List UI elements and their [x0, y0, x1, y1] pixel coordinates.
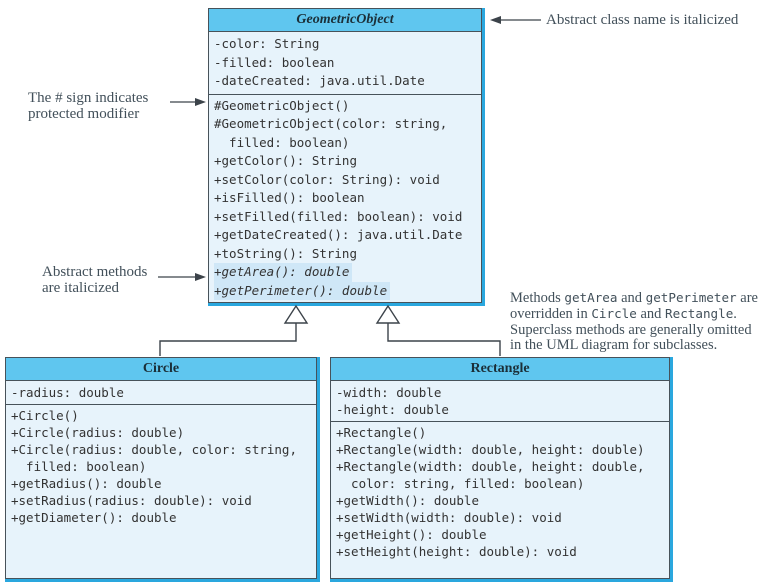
- method-line: +Rectangle(width: double, height: double…: [336, 459, 645, 474]
- annotation-line: are italicized: [42, 280, 120, 296]
- note-line: overridden in Circle and Rectangle.: [510, 306, 782, 322]
- method-line: +getColor(): String: [214, 153, 357, 168]
- annotation-abstract-methods: Abstract methods are italicized: [42, 264, 147, 296]
- methods-section-rectangle: +Rectangle() +Rectangle(width: double, he…: [331, 421, 669, 562]
- note-line: Superclass methods are generally omitted: [510, 321, 782, 338]
- note-text: in the UML diagram for subclasses.: [510, 337, 718, 354]
- attributes-section-circle: -radius: double: [6, 381, 316, 404]
- class-name-geometric-object: GeometricObject: [209, 9, 481, 32]
- note-line: in the UML diagram for subclasses.: [510, 338, 782, 353]
- arrow-right-icon: [195, 98, 206, 106]
- method-line: +Circle(): [11, 408, 79, 423]
- attribute-line: -height: double: [336, 402, 449, 417]
- class-box-rectangle: Rectangle -width: double-height: double …: [330, 357, 670, 579]
- methods-section-geometric-object: #GeometricObject() #GeometricObject(color…: [209, 93, 481, 303]
- method-line: +getWidth(): double: [336, 493, 479, 508]
- annotation-line: protected modifier: [28, 106, 140, 122]
- note-text: and: [617, 290, 646, 306]
- method-line: +setHeight(height: double): void: [336, 544, 577, 559]
- method-line: +getHeight(): double: [336, 527, 487, 542]
- method-line: color: string, filled: boolean): [336, 476, 585, 491]
- method-line: +setWidth(width: double): void: [336, 510, 562, 525]
- inheritance-triangle-icon: [375, 304, 401, 324]
- arrow-left-icon: [490, 16, 501, 24]
- method-line: +setFilled(filled: boolean): void: [214, 208, 463, 224]
- method-line: +getDateCreated(): java.util.Date: [214, 227, 463, 242]
- method-line: +Rectangle(): [336, 425, 427, 440]
- inheritance-triangle-icon: [283, 304, 309, 324]
- class-box-geometric-object: GeometricObject -color: String -filled: b…: [208, 8, 482, 303]
- method-line: +getArea(): double: [214, 263, 353, 282]
- method-line: +getRadius(): double: [11, 476, 162, 491]
- note-text: Superclass methods are generally omitted: [510, 321, 752, 338]
- method-line: +Rectangle(width: double, height: double…: [336, 442, 645, 457]
- method-line: #GeometricObject(color: string,: [214, 116, 448, 131]
- class-name-circle: Circle: [6, 358, 316, 381]
- method-line: #GeometricObject(): [214, 97, 350, 113]
- method-line: +setColor(color: String): void: [214, 171, 440, 187]
- note-text: Methods: [510, 290, 565, 306]
- method-line: +Circle(radius: double, color: string,: [11, 442, 297, 457]
- attribute-line: -width: double: [336, 385, 442, 400]
- method-line: +getDiameter(): double: [11, 510, 177, 525]
- note-line: Methods getArea and getPerimeter are: [510, 290, 782, 306]
- attributes-section-geometric-object: -color: String -filled: boolean -dateCreat…: [209, 32, 481, 94]
- attribute-line: -color: String: [214, 36, 320, 51]
- code-term: getArea: [564, 290, 618, 305]
- annotation-line: The # sign indicates: [28, 90, 149, 106]
- attribute-line: -radius: double: [11, 385, 124, 400]
- code-term: Circle: [591, 306, 637, 322]
- code-term: Rectangle: [665, 306, 734, 322]
- note-text: and: [636, 306, 666, 323]
- arrow-right-icon: [195, 273, 206, 281]
- class-name-rectangle: Rectangle: [331, 358, 669, 381]
- inheritance-line-rectangle: [387, 323, 501, 356]
- annotation-protected-modifier: The # sign indicates protected modifier: [28, 90, 148, 122]
- method-line: +toString(): String: [214, 245, 357, 261]
- method-line: +isFilled(): boolean: [214, 190, 365, 205]
- method-line: +setRadius(radius: double): void: [11, 493, 252, 508]
- attribute-line: -filled: boolean: [214, 54, 335, 70]
- note-text: overridden in: [510, 306, 592, 323]
- method-line: filled: boolean): [11, 459, 147, 474]
- note-text: .: [733, 306, 737, 323]
- inheritance-line-circle: [159, 323, 297, 356]
- note-text: are: [736, 290, 758, 306]
- class-box-circle: Circle -radius: double +Circle()+Circle(…: [5, 357, 317, 579]
- code-term: getPerimeter: [645, 290, 737, 305]
- methods-section-circle: +Circle() +Circle(radius: double) +Circle(…: [6, 404, 316, 528]
- annotation-abstract-class: Abstract class name is italicized: [546, 12, 739, 28]
- method-line: filled: boolean): [214, 134, 350, 150]
- annotation-line: Abstract methods: [42, 264, 148, 280]
- method-line: +getPerimeter(): double: [214, 281, 391, 300]
- attribute-line: -dateCreated: java.util.Date: [214, 73, 425, 88]
- attributes-section-rectangle: -width: double -height: double: [331, 381, 669, 421]
- method-line: +Circle(radius: double): [11, 425, 185, 440]
